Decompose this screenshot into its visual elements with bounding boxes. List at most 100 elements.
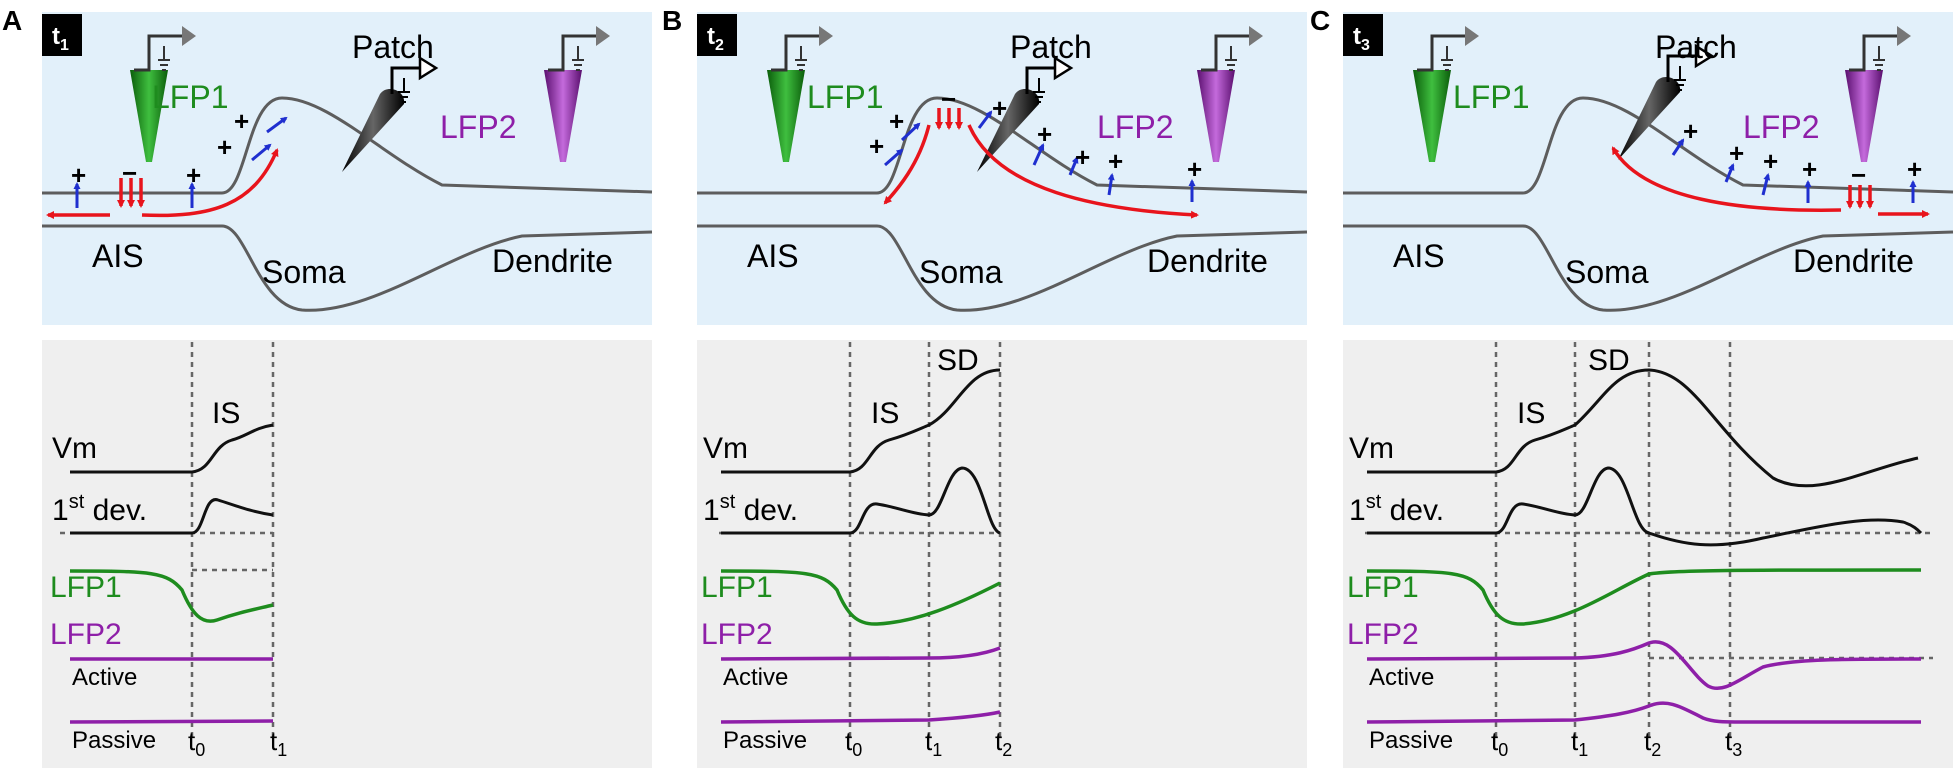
lfp2-trace-label: LFP2 xyxy=(701,618,773,651)
plus-sign: + xyxy=(869,131,884,161)
red-current-arrows xyxy=(1611,146,1930,218)
derivative-trace xyxy=(70,498,274,535)
plus-sign: + xyxy=(1075,142,1090,172)
lfp1-label: LFP1 xyxy=(1453,79,1529,115)
lfp2-electrode xyxy=(544,24,612,162)
derivative-label: 1st dev. xyxy=(1349,491,1444,527)
ais-label: AIS xyxy=(92,238,144,274)
lfp1-electrode xyxy=(767,24,835,162)
lfp1-trace-label: LFP1 xyxy=(50,571,122,604)
panel-letter-c: C xyxy=(1310,5,1330,36)
patch-label: Patch xyxy=(352,29,434,65)
derivative-trace xyxy=(1367,466,1923,547)
vm-trace xyxy=(721,368,1001,474)
traces-background xyxy=(42,340,652,768)
panel-letter-b: B xyxy=(662,5,682,36)
soma-label: Soma xyxy=(262,254,346,290)
lfp1-label: LFP1 xyxy=(152,79,228,115)
lfp2-label: LFP2 xyxy=(1743,109,1819,145)
dendrite-label: Dendrite xyxy=(492,243,613,279)
vm-label: Vm xyxy=(703,432,748,465)
passive-label: Passive xyxy=(723,727,807,754)
plus-sign: + xyxy=(1108,146,1123,176)
blue-charge-arrows xyxy=(1671,138,1917,203)
soma-label: Soma xyxy=(1565,254,1649,290)
panel-letter-a: A xyxy=(2,5,22,36)
ais-label: AIS xyxy=(747,238,799,274)
plus-sign: + xyxy=(1683,116,1698,146)
derivative-trace xyxy=(721,466,1001,535)
vm-trace xyxy=(1367,368,1919,488)
panel-c: + + + + + − t3 LFP1 LFP2 Patch AIS Soma … xyxy=(1341,12,1955,768)
lfp1-trace xyxy=(720,569,1001,626)
time-label-box: t1 xyxy=(42,14,82,56)
plus-sign: + xyxy=(217,132,232,162)
lfp1-electrode xyxy=(1413,24,1481,162)
lfp1-trace-label: LFP1 xyxy=(701,571,773,604)
lfp1-trace xyxy=(69,569,274,623)
plus-sign: + xyxy=(71,160,86,190)
tick-t1: t1 xyxy=(925,726,942,760)
minus-sign: − xyxy=(1851,160,1866,190)
passive-label: Passive xyxy=(1369,727,1453,754)
active-label: Active xyxy=(1369,664,1434,691)
tick-t2: t2 xyxy=(1644,726,1661,760)
lfp1-label: LFP1 xyxy=(807,79,883,115)
blue-charge-arrows xyxy=(884,110,1196,202)
plus-sign: + xyxy=(186,160,201,190)
passive-label: Passive xyxy=(72,727,156,754)
patch-label: Patch xyxy=(1655,29,1737,65)
derivative-label: 1st dev. xyxy=(52,491,147,527)
svg-text:t2: t2 xyxy=(707,23,724,54)
panel-a: + + + + − t1 LFP1 LFP2 Patch AIS Soma De… xyxy=(40,12,654,768)
plus-sign: + xyxy=(1802,154,1817,184)
plus-sign: + xyxy=(1763,146,1778,176)
time-markers xyxy=(60,342,275,740)
schematic-background xyxy=(42,12,652,325)
vm-label: Vm xyxy=(1349,432,1394,465)
soma-label: Soma xyxy=(919,254,1003,290)
lfp2-active-trace xyxy=(720,646,1001,661)
lfp1-trace-label: LFP1 xyxy=(1347,571,1419,604)
plus-sign: + xyxy=(889,106,904,136)
minus-sign: − xyxy=(122,158,137,188)
svg-text:t1: t1 xyxy=(52,23,69,54)
time-label-box: t2 xyxy=(697,14,737,56)
tick-t0: t0 xyxy=(1491,726,1508,760)
lfp1-electrode xyxy=(130,24,198,162)
active-label: Active xyxy=(72,664,137,691)
dendrite-label: Dendrite xyxy=(1793,243,1914,279)
dendrite-label: Dendrite xyxy=(1147,243,1268,279)
vm-label: Vm xyxy=(52,432,97,465)
tick-t1: t1 xyxy=(1571,726,1588,760)
svg-text:t3: t3 xyxy=(1353,23,1370,54)
lfp2-label: LFP2 xyxy=(440,109,516,145)
ais-label: AIS xyxy=(1393,238,1445,274)
plus-sign: + xyxy=(1187,154,1202,184)
lfp2-electrode xyxy=(1197,24,1265,162)
lfp2-passive-trace xyxy=(720,710,1001,724)
patch-label: Patch xyxy=(1010,29,1092,65)
sd-label: SD xyxy=(937,344,979,377)
tick-t0: t0 xyxy=(845,726,862,760)
vm-trace xyxy=(70,423,274,474)
plus-sign: + xyxy=(1907,154,1922,184)
plus-sign: + xyxy=(1037,119,1052,149)
is-label: IS xyxy=(1517,397,1545,430)
lfp2-label: LFP2 xyxy=(1097,109,1173,145)
lfp2-passive-trace xyxy=(1366,701,1921,724)
time-markers xyxy=(719,342,1002,740)
red-current-arrows xyxy=(883,108,1199,219)
minus-sign: − xyxy=(941,84,956,114)
derivative-label: 1st dev. xyxy=(703,491,798,527)
plus-sign: + xyxy=(234,106,249,136)
red-current-arrows xyxy=(46,148,279,219)
lfp2-passive-trace xyxy=(69,719,274,724)
lfp2-trace-label: LFP2 xyxy=(1347,618,1419,651)
tick-t3: t3 xyxy=(1725,726,1742,760)
is-label: IS xyxy=(212,397,240,430)
lfp2-electrode xyxy=(1845,24,1913,162)
traces-background xyxy=(697,340,1307,768)
lfp2-trace-label: LFP2 xyxy=(50,618,122,651)
